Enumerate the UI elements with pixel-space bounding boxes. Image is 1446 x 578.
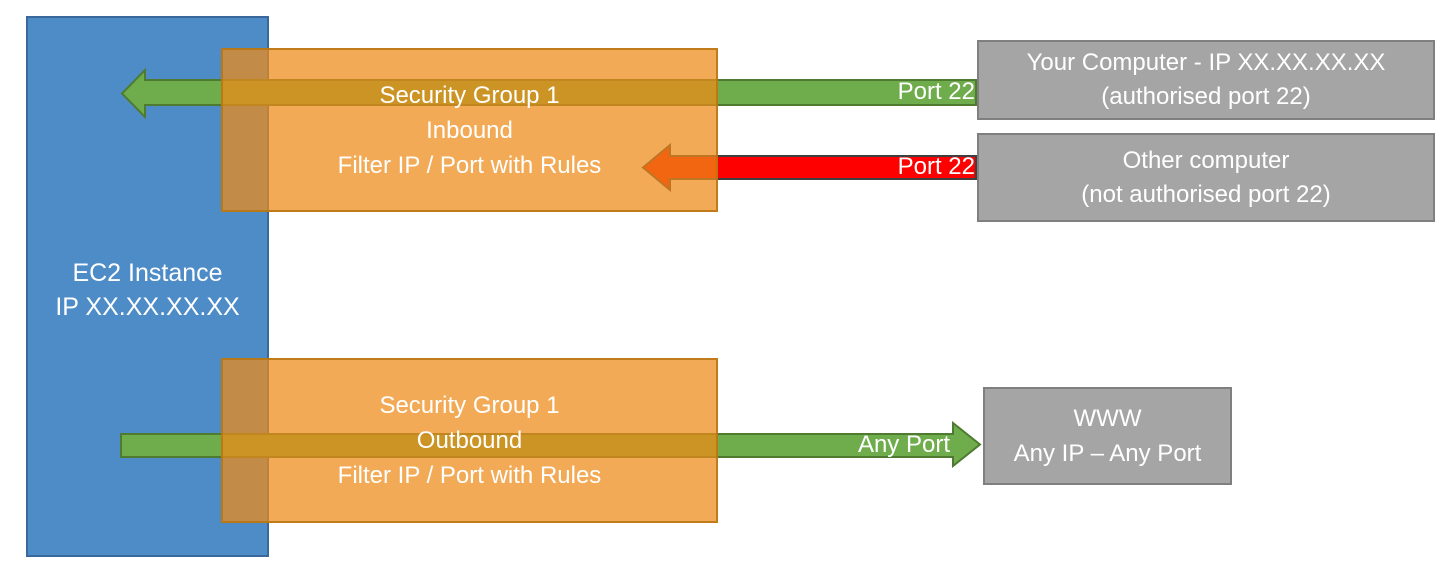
your-computer-note: (authorised port 22)	[1101, 83, 1311, 110]
outbound-port-label: Any Port	[857, 431, 950, 458]
other-computer-note: (not authorised port 22)	[1081, 180, 1331, 208]
ec2-instance-ip: IP XX.XX.XX.XX	[55, 293, 240, 321]
www-box: WWW Any IP – Any Port	[983, 387, 1232, 485]
inbound-denied-port-label: Port 22	[897, 153, 975, 180]
other-computer-title: Other computer	[1122, 146, 1290, 174]
sg-inbound-description: Filter IP / Port with Rules	[337, 151, 602, 179]
your-computer-box: Your Computer - IP XX.XX.XX.XX (authoris…	[977, 40, 1435, 120]
your-computer-title: Your Computer - IP XX.XX.XX.XX	[1026, 49, 1386, 76]
security-group-outbound-box: Security Group 1 Outbound Filter IP / Po…	[221, 358, 718, 523]
ec2-instance-label: EC2 Instance IP XX.XX.XX.XX	[28, 256, 267, 324]
sg-inbound-direction: Inbound	[426, 116, 513, 144]
sg-inbound-name: Security Group 1	[379, 81, 560, 109]
sg-outbound-name: Security Group 1	[379, 392, 560, 419]
ec2-instance-name: EC2 Instance	[72, 259, 223, 287]
sg-outbound-description: Filter IP / Port with Rules	[337, 462, 602, 489]
www-note: Any IP – Any Port	[1013, 440, 1202, 467]
other-computer-box: Other computer (not authorised port 22)	[977, 133, 1435, 222]
sg-outbound-direction: Outbound	[416, 427, 523, 454]
security-group-inbound-box: Security Group 1 Inbound Filter IP / Por…	[221, 48, 718, 212]
www-title: WWW	[1073, 405, 1142, 432]
inbound-allowed-port-label: Port 22	[897, 78, 975, 105]
